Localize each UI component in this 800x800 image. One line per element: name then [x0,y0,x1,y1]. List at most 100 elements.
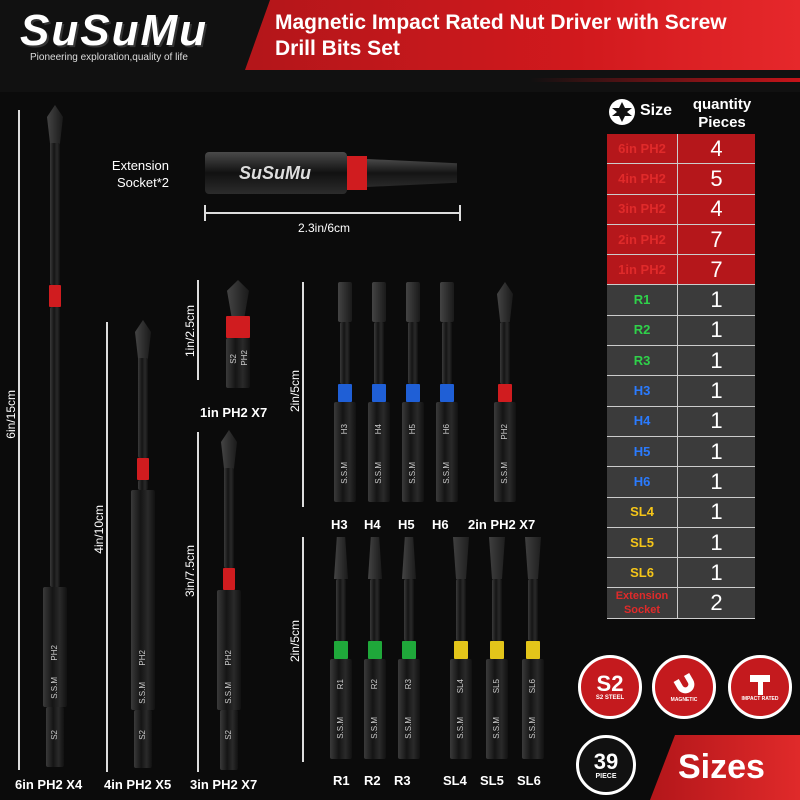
magnetic-badge: MAGNETIC [652,655,716,719]
table-cell-size: H4 [607,406,677,436]
table-cell-quantity: 1 [677,315,755,346]
label-r3: R3 [394,773,411,788]
bit-ring [368,641,382,659]
sizes-banner [650,735,800,800]
bit-mark-size: H5 [408,424,417,435]
table-cell-quantity: 4 [677,194,755,224]
sizes-banner-text: Sizes [678,748,765,786]
bit-3in-ph2: PH2 S.S.M S2 [214,430,244,775]
bit-tip [368,537,382,579]
extension-ring [347,156,367,190]
bit-ring [372,384,386,402]
bit-tip [372,282,386,322]
table-header-size: Size [640,102,673,119]
extension-shank [367,159,457,187]
table-cell-quantity: 5 [677,164,755,194]
magnet-icon [673,672,695,694]
table-header-qty-line1: quantity [692,96,752,113]
two-in-bottom-dimension-label: 2in/5cm [288,620,302,663]
bit-hex-shank [436,402,458,502]
title-line-2: Drill Bits Set [275,37,400,60]
extension-label-line2: Socket*2 [116,175,169,190]
bit-tip [338,282,352,322]
bit-body [131,490,155,710]
one-in-dimension-line [197,280,199,380]
bit-mark-brand: S.S.M [500,462,509,484]
bit-mark-s2: S2 [224,730,233,740]
table-cell-size: R2 [607,315,677,346]
hex-label-h3: H3 [331,517,348,532]
extension-dimension-line [205,212,460,214]
bit-ring-red [137,458,149,480]
bit-mark-size: SL5 [492,679,501,694]
four-in-dimension-line [106,322,108,772]
bit-mark-ph2: PH2 [240,350,249,366]
table-header: Size quantity Pieces [606,96,796,134]
hex-label-h5: H5 [398,517,415,532]
bit-mark-brand: S.S.M [340,462,349,484]
bit-neck [340,322,350,384]
bit-body [217,590,241,710]
bit-mark-brand: S.S.M [408,462,417,484]
bit-neck [50,143,60,285]
one-in-dimension-label: 1in/2.5cm [183,305,197,358]
six-in-dimension-label: 6in/15cm [4,390,18,439]
hammer-icon [750,675,770,695]
table-cell-size: H6 [607,467,677,497]
bit-mark-size: SL6 [528,679,537,694]
bit-hex-shank [398,659,420,759]
bit-mark-brand: S.S.M [224,682,233,704]
table-cell-quantity: 7 [677,255,755,285]
bit-hex-shank [330,659,352,759]
bit-tip [489,537,505,579]
bit-mark-brand: S.S.M [442,462,451,484]
title-line-1: Magnetic Impact Rated Nut Driver with Sc… [275,11,727,34]
table-cell-size: 3in PH2 [607,194,677,224]
label-r1: R1 [333,773,350,788]
bit-hex-shank [402,402,424,502]
three-in-dimension-line [197,432,199,772]
extension-dimension-cap-left [204,205,206,221]
table-cell-size: 1in PH2 [607,255,677,285]
bit-ring [498,384,512,402]
bit-tip [227,280,249,316]
bit-mark-size: H4 [374,424,383,435]
table-cell-quantity: 2 [677,588,755,618]
bit-neck [500,322,510,384]
label-sl5: SL5 [480,773,504,788]
bit-tip [221,430,237,470]
bit-mark-brand: S.S.M [528,717,537,739]
table-cell-quantity: 4 [677,134,755,164]
bit-ring [338,384,352,402]
bit-tip [135,320,151,360]
bit-hex-shank [334,402,356,502]
table-cell-quantity: 1 [677,436,755,467]
bit-hex-shank [494,402,516,502]
six-in-dimension-line [18,110,20,770]
label-1in: 1in PH2 X7 [200,405,268,420]
bit-neck [138,480,148,490]
bit-tip [453,537,469,579]
piece-count-unit: PIECE [595,772,617,780]
bit-ring [406,384,420,402]
brand-logo: SuSuMu [20,6,208,55]
bit-tip [47,105,63,145]
label-4in: 4in PH2 X5 [104,777,172,792]
bit-neck [456,579,466,641]
